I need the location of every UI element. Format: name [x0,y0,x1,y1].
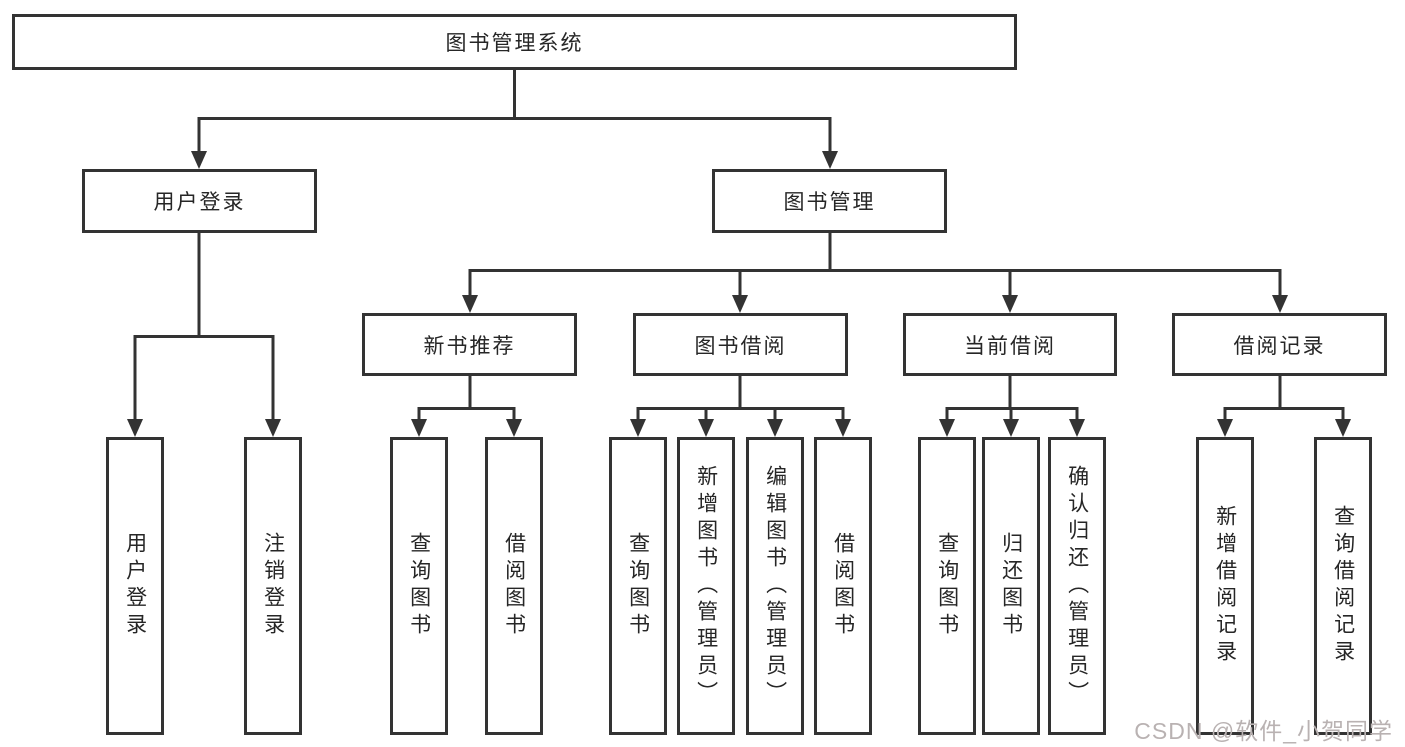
node-user-login-group: 用户登录 [82,169,317,233]
leaf-logout: 注销登录 [244,437,302,735]
node-borrow-records-label: 借阅记录 [1233,334,1326,358]
leaf-borrow-books-label: 借阅图书 [831,532,855,640]
leaf-confirm-return-admin-label: 确认归还（管理员） [1065,464,1089,708]
leaf-borrow-books-recommend: 借阅图书 [485,437,543,735]
node-current-borrow-label: 当前借阅 [964,334,1056,358]
leaf-edit-book-admin-label: 编辑图书（管理员） [763,464,787,708]
leaf-query-borrow-record-label: 查询借阅记录 [1331,505,1355,667]
node-root-label: 图书管理系统 [445,32,584,55]
node-new-books-label: 新书推荐 [423,334,516,358]
leaf-query-borrow-record: 查询借阅记录 [1314,437,1372,735]
leaf-add-borrow-record-label: 新增借阅记录 [1213,505,1237,667]
node-borrow-records: 借阅记录 [1172,313,1387,376]
node-new-books: 新书推荐 [362,313,577,376]
leaf-confirm-return-admin: 确认归还（管理员） [1048,437,1106,735]
node-book-mgmt-group: 图书管理 [712,169,947,233]
leaf-return-book-label: 归还图书 [999,532,1023,640]
leaf-borrow-books-recommend-label: 借阅图书 [502,532,526,640]
node-user-login-group-label: 用户登录 [153,191,246,214]
leaf-user-login-label: 用户登录 [123,532,147,640]
node-book-borrow-label: 图书借阅 [694,334,787,358]
node-book-mgmt-group-label: 图书管理 [783,191,876,214]
leaf-add-book-admin-label: 新增图书（管理员） [694,464,718,708]
leaf-query-books-recommend: 查询图书 [390,437,448,735]
node-book-borrow: 图书借阅 [633,313,848,376]
watermark: CSDN @软件_小贺同学 [1134,718,1393,744]
leaf-user-login: 用户登录 [106,437,164,735]
leaf-edit-book-admin: 编辑图书（管理员） [746,437,804,735]
leaf-logout-label: 注销登录 [261,532,285,640]
leaf-return-book: 归还图书 [982,437,1040,735]
leaf-add-book-admin: 新增图书（管理员） [677,437,735,735]
leaf-query-books-borrow-label: 查询图书 [626,532,650,640]
node-current-borrow: 当前借阅 [903,313,1117,376]
leaf-query-books-recommend-label: 查询图书 [407,532,431,640]
leaf-borrow-books: 借阅图书 [814,437,872,735]
leaf-query-books-borrow: 查询图书 [609,437,667,735]
leaf-query-books-current: 查询图书 [918,437,976,735]
node-root: 图书管理系统 [12,14,1017,70]
leaf-add-borrow-record: 新增借阅记录 [1196,437,1254,735]
leaf-query-books-current-label: 查询图书 [935,532,959,640]
